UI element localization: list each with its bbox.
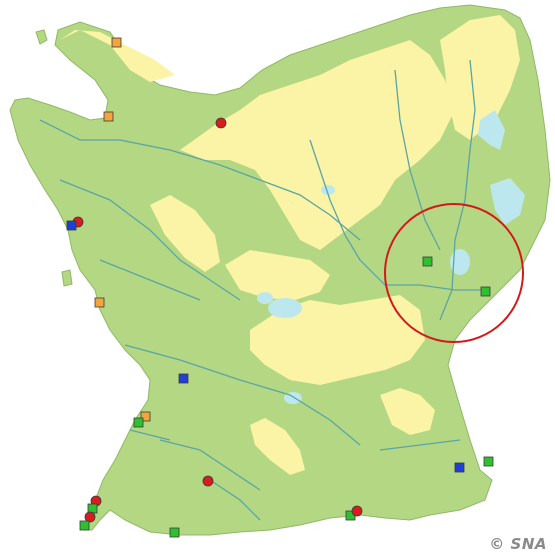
marker-square-green-3[interactable] — [133, 417, 144, 428]
marker-square-green-6[interactable] — [79, 520, 90, 531]
upland-north — [60, 30, 175, 82]
upland-southeast — [380, 388, 435, 435]
upland-west-ridge — [150, 195, 220, 272]
lake-central-small — [257, 292, 273, 304]
upland-central-north — [180, 40, 455, 250]
river-network — [39, 59, 485, 521]
highlight-circle — [384, 203, 524, 343]
lake-east — [450, 249, 470, 275]
lake-north — [321, 185, 335, 195]
lake-northeast — [478, 110, 505, 150]
lake-central — [268, 298, 302, 318]
marker-square-green-4[interactable] — [483, 456, 494, 467]
marker-square-green-2[interactable] — [480, 286, 491, 297]
upland-mid — [225, 250, 330, 300]
marker-square-orange-2[interactable] — [103, 111, 114, 122]
marker-square-orange-4[interactable] — [140, 411, 151, 422]
marker-square-blue-3[interactable] — [454, 462, 465, 473]
marker-square-blue-2[interactable] — [178, 373, 189, 384]
island-nw — [35, 29, 48, 45]
upland-central — [250, 295, 425, 385]
marker-circle-red-5[interactable] — [84, 511, 96, 523]
marker-square-blue-1[interactable] — [66, 220, 77, 231]
upland-south — [250, 418, 305, 475]
marker-square-green-7[interactable] — [169, 527, 180, 538]
upland-east — [440, 15, 520, 140]
marker-square-orange-3[interactable] — [94, 297, 105, 308]
marker-square-green-1[interactable] — [422, 256, 433, 267]
marker-square-orange-1[interactable] — [111, 37, 122, 48]
island-w — [61, 269, 73, 287]
lake-east-chain — [490, 178, 525, 225]
marker-circle-red-1[interactable] — [215, 117, 227, 129]
marker-circle-red-3[interactable] — [202, 475, 214, 487]
copyright-credit: © SNA — [489, 535, 547, 553]
marker-circle-red-6[interactable] — [351, 505, 363, 517]
